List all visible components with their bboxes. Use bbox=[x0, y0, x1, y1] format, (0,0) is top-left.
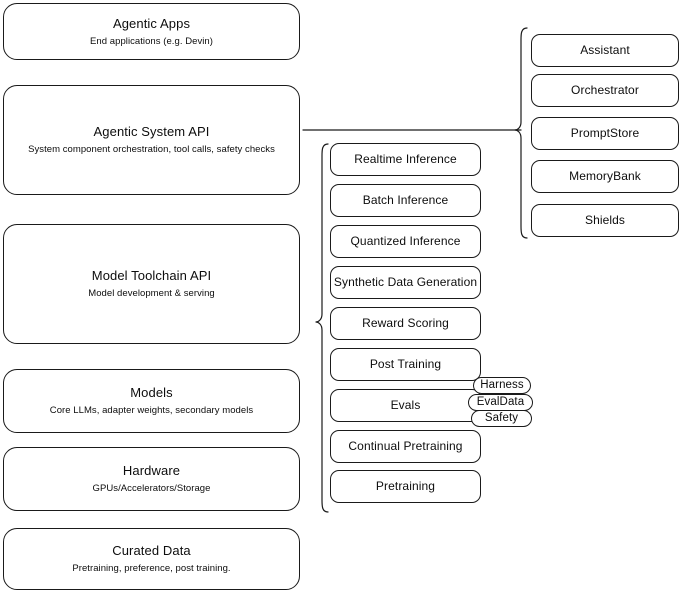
layer-title: Agentic Apps bbox=[112, 15, 191, 31]
brace-system-components bbox=[514, 27, 528, 239]
layer-model-toolchain-api[interactable]: Model Toolchain API Model development & … bbox=[3, 224, 300, 344]
system-box-promptstore[interactable]: PromptStore bbox=[531, 117, 679, 150]
layer-title: Model Toolchain API bbox=[91, 268, 212, 283]
toolchain-box-label: Continual Pretraining bbox=[348, 439, 463, 453]
toolchain-box-reward-scoring[interactable]: Reward Scoring bbox=[330, 307, 481, 340]
layer-subtitle: System component orchestration, tool cal… bbox=[28, 144, 275, 155]
eval-pill-safety[interactable]: Safety bbox=[471, 410, 532, 427]
layer-subtitle: Model development & serving bbox=[88, 288, 215, 299]
toolchain-box-quantized-inference[interactable]: Quantized Inference bbox=[330, 225, 481, 258]
layer-hardware[interactable]: Hardware GPUs/Accelerators/Storage bbox=[3, 447, 300, 511]
system-box-memorybank[interactable]: MemoryBank bbox=[531, 160, 679, 193]
system-box-assistant[interactable]: Assistant bbox=[531, 34, 679, 67]
toolchain-box-realtime-inference[interactable]: Realtime Inference bbox=[330, 143, 481, 176]
toolchain-box-label: Evals bbox=[390, 398, 421, 412]
layer-subtitle: Pretraining, preference, post training. bbox=[72, 563, 231, 574]
layer-title: Models bbox=[130, 385, 173, 400]
layer-subtitle: GPUs/Accelerators/Storage bbox=[92, 483, 211, 494]
toolchain-box-post-training[interactable]: Post Training bbox=[330, 348, 481, 381]
eval-pill-label: Safety bbox=[484, 412, 519, 424]
toolchain-box-synthetic-data-generation[interactable]: Synthetic Data Generation bbox=[330, 266, 481, 299]
toolchain-box-label: Pretraining bbox=[375, 479, 436, 493]
eval-pill-label: Harness bbox=[480, 379, 524, 391]
eval-pill-label: EvalData bbox=[476, 396, 525, 408]
toolchain-box-evals[interactable]: Evals bbox=[330, 389, 481, 422]
layer-models[interactable]: Models Core LLMs, adapter weights, secon… bbox=[3, 369, 300, 433]
layer-title: Agentic System API bbox=[93, 124, 210, 139]
system-box-label: Assistant bbox=[580, 43, 630, 57]
toolchain-box-pretraining[interactable]: Pretraining bbox=[330, 470, 481, 503]
toolchain-box-label: Quantized Inference bbox=[350, 234, 461, 248]
system-box-label: MemoryBank bbox=[569, 169, 641, 183]
layer-subtitle: End applications (e.g. Devin) bbox=[90, 35, 213, 47]
layer-curated-data[interactable]: Curated Data Pretraining, preference, po… bbox=[3, 528, 300, 590]
toolchain-box-batch-inference[interactable]: Batch Inference bbox=[330, 184, 481, 217]
eval-pill-evaldata[interactable]: EvalData bbox=[468, 394, 533, 411]
system-box-label: PromptStore bbox=[570, 126, 640, 140]
toolchain-box-label: Reward Scoring bbox=[362, 316, 449, 330]
layer-title: Hardware bbox=[122, 463, 181, 478]
toolchain-box-label: Synthetic Data Generation bbox=[333, 275, 478, 289]
layer-agentic-apps[interactable]: Agentic Apps End applications (e.g. Devi… bbox=[3, 3, 300, 60]
system-box-label: Shields bbox=[584, 213, 626, 227]
system-box-label: Orchestrator bbox=[571, 83, 639, 97]
toolchain-box-label: Realtime Inference bbox=[354, 152, 457, 166]
system-box-orchestrator[interactable]: Orchestrator bbox=[531, 74, 679, 107]
toolchain-box-continual-pretraining[interactable]: Continual Pretraining bbox=[330, 430, 481, 463]
layer-title: Curated Data bbox=[112, 543, 191, 558]
eval-pill-harness[interactable]: Harness bbox=[473, 377, 531, 394]
layer-agentic-system-api[interactable]: Agentic System API System component orch… bbox=[3, 85, 300, 195]
toolchain-box-label: Batch Inference bbox=[362, 193, 449, 207]
system-box-shields[interactable]: Shields bbox=[531, 204, 679, 237]
toolchain-box-label: Post Training bbox=[369, 357, 442, 371]
layer-subtitle: Core LLMs, adapter weights, secondary mo… bbox=[49, 405, 254, 416]
brace-toolchain-components bbox=[315, 143, 329, 513]
